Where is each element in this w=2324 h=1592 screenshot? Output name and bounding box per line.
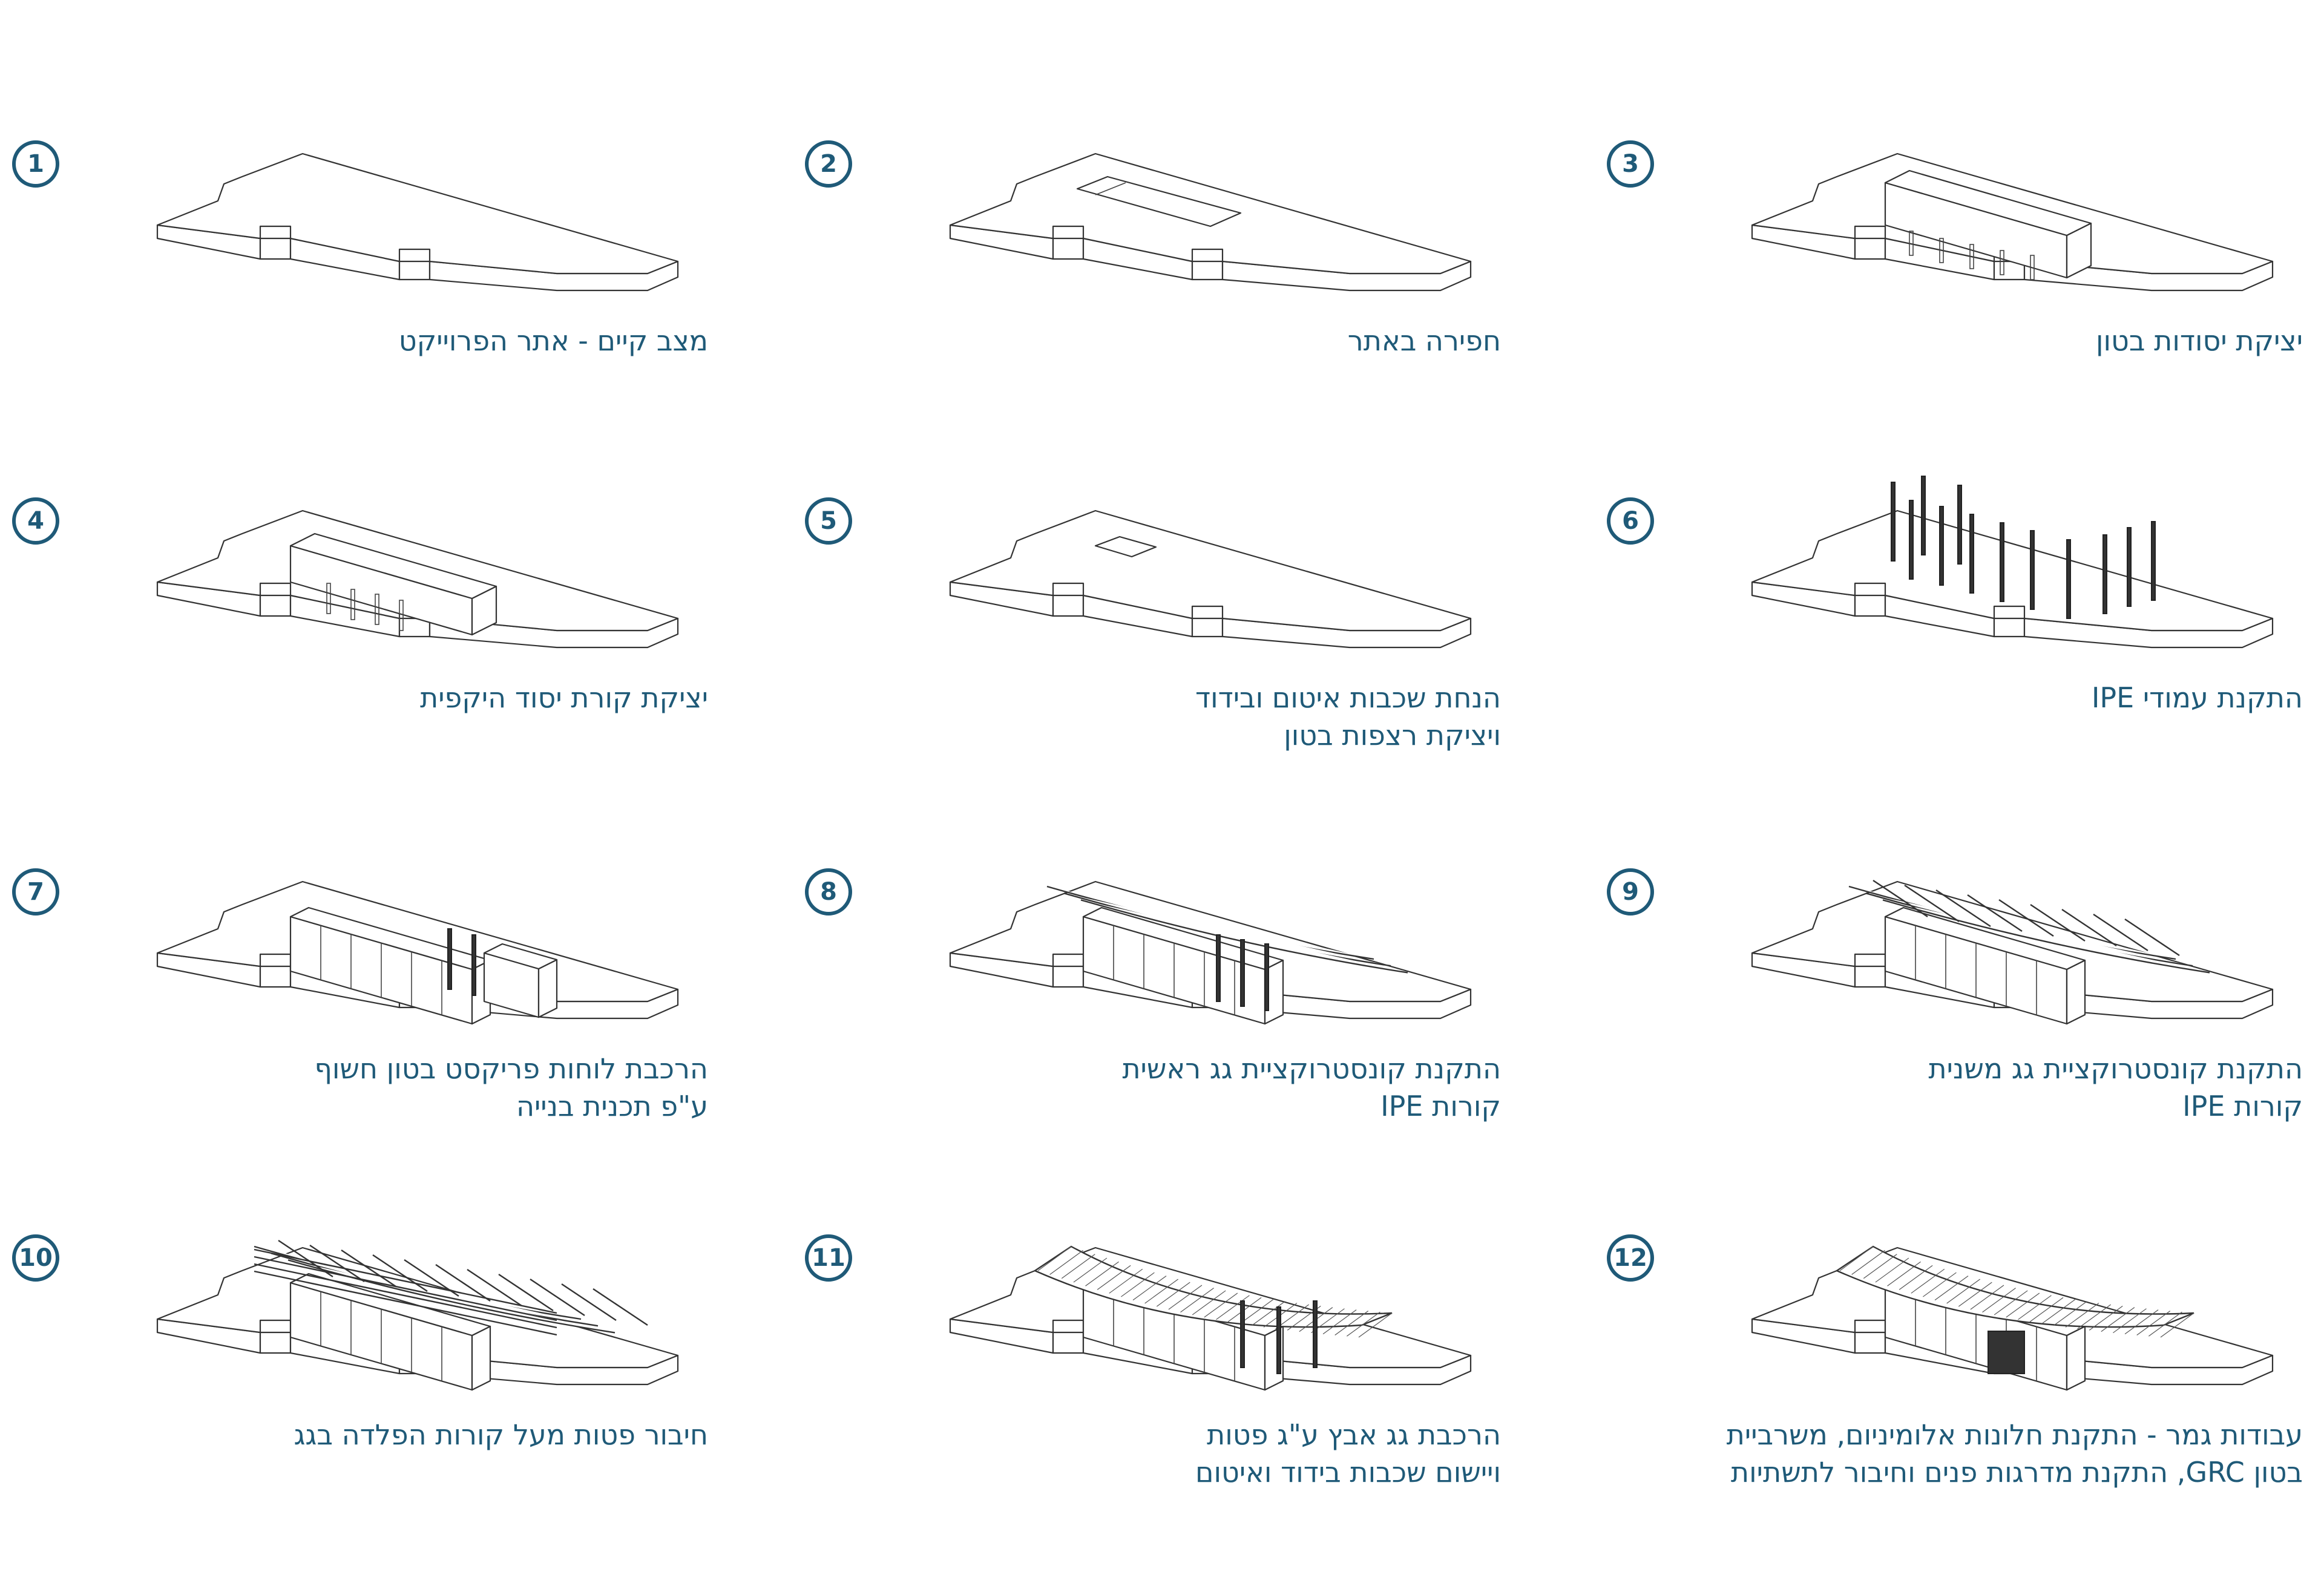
caption-line: קורות IPE xyxy=(1380,1090,1501,1122)
step-number-badge: 4 xyxy=(12,497,59,545)
caption-line: הנחת שכבות איטום ובידוד xyxy=(1195,681,1501,714)
caption-line: יציקת קורת יסוד היקפית xyxy=(420,681,708,714)
step-9: 9 התקנת קונסטרוקציית גג משנית קורות IPE xyxy=(1607,868,2324,1207)
caption-line: ויישום שכבות בידוד ואיטום xyxy=(1195,1456,1501,1489)
step-11: 11 הרכבת גג אבץ ע"ג פטות ויישום שכבות בידו… xyxy=(805,1234,1561,1573)
axonometric-drawing xyxy=(949,152,1472,292)
step-4: 4 יציקת קורת יסוד היקפית xyxy=(12,497,769,836)
caption-line: התקנת קונסטרוקציית גג ראשית xyxy=(1122,1052,1501,1085)
step-number-badge: 7 xyxy=(12,868,59,916)
step-6: 6 התקנת עמודי IPE xyxy=(1607,476,2324,836)
step-number-badge: 11 xyxy=(805,1234,852,1282)
axonometric-drawing xyxy=(949,509,1472,649)
step-caption: חפירה באתר xyxy=(896,322,1501,359)
caption-line: חפירה באתר xyxy=(1347,324,1501,357)
caption-line: בטון GRC, התקנת מדרגות פנים וחיבור לתשתי… xyxy=(1730,1456,2303,1489)
step-caption: התקנת קונסטרוקציית גג משנית קורות IPE xyxy=(1698,1050,2303,1125)
axonometric-drawing xyxy=(949,880,1472,1025)
step-number-badge: 9 xyxy=(1607,868,1654,916)
caption-line: הרכבת גג אבץ ע"ג פטות xyxy=(1207,1418,1501,1451)
axonometric-drawing xyxy=(1751,880,2274,1025)
caption-line: עבודות גמר - התקנת חלונות אלומיניום, משר… xyxy=(1726,1418,2303,1451)
axonometric-drawing xyxy=(156,1240,679,1391)
step-caption: יציקת קורת יסוד היקפית xyxy=(103,679,708,716)
step-caption: התקנת עמודי IPE xyxy=(1698,679,2303,716)
axonometric-drawing xyxy=(156,152,679,292)
step-number-badge: 2 xyxy=(805,140,852,188)
step-1: 1 מצב קיים - אתר הפרוייקט xyxy=(12,140,769,479)
site-slab-top xyxy=(949,509,1472,632)
caption-line: יציקת יסודות בטון xyxy=(2095,324,2303,357)
step-caption: מצב קיים - אתר הפרוייקט xyxy=(103,322,708,359)
caption-line: מצב קיים - אתר הפרוייקט xyxy=(398,324,708,357)
caption-line: ויציקת רצפות בטון xyxy=(1284,719,1501,752)
step-caption: עבודות גמר - התקנת חלונות אלומיניום, משר… xyxy=(1698,1416,2303,1491)
step-3: 3 יציקת יסודות בטון xyxy=(1607,140,2324,479)
step-number-badge: 1 xyxy=(12,140,59,188)
step-number-badge: 6 xyxy=(1607,497,1654,545)
step-caption: יציקת יסודות בטון xyxy=(1698,322,2303,359)
step-number-badge: 5 xyxy=(805,497,852,545)
step-number-badge: 8 xyxy=(805,868,852,916)
caption-line: ע"פ תכנית בנייה xyxy=(516,1090,708,1122)
step-5: 5 הנחת שכבות איטום ובידוד ויציקת רצפות בטו… xyxy=(805,497,1561,836)
step-2: 2 חפירה באתר xyxy=(805,140,1561,479)
step-caption: הרכבת לוחות פריקסט בטון חשוף ע"פ תכנית בנ… xyxy=(103,1050,708,1125)
step-number-badge: 10 xyxy=(12,1234,59,1282)
step-10: 10 חיבור פטות מעל קורות הפלדה בגג xyxy=(12,1234,769,1573)
site-slab-top xyxy=(156,152,679,275)
axonometric-drawing xyxy=(156,509,679,649)
axonometric-drawing xyxy=(1751,476,2274,649)
axonometric-drawing xyxy=(156,880,679,1025)
axonometric-drawing xyxy=(1751,152,2274,292)
step-caption: הנחת שכבות איטום ובידוד ויציקת רצפות בטון xyxy=(896,679,1501,754)
caption-line: התקנת עמודי IPE xyxy=(2091,681,2303,714)
step-12: 12 עבודות גמר - התקנת חלונות אלומיניום, מ… xyxy=(1607,1234,2324,1573)
axonometric-drawing xyxy=(1751,1245,2274,1391)
step-caption: הרכבת גג אבץ ע"ג פטות ויישום שכבות בידוד … xyxy=(896,1416,1501,1491)
caption-line: התקנת קונסטרוקציית גג משנית xyxy=(1928,1052,2303,1085)
step-7: 7 הרכבת לוחות פריקסט בטון חשוף ע"פ תכנית ב… xyxy=(12,868,769,1207)
caption-line: חיבור פטות מעל קורות הפלדה בגג xyxy=(294,1418,708,1451)
step-number-badge: 3 xyxy=(1607,140,1654,188)
site-slab-top xyxy=(1751,509,2274,632)
step-8: 8 התקנת קונסטרוקציית גג ראשית קורות IPE xyxy=(805,868,1561,1207)
step-number-badge: 12 xyxy=(1607,1234,1654,1282)
axonometric-drawing xyxy=(949,1245,1472,1391)
caption-line: קורות IPE xyxy=(2182,1090,2303,1122)
caption-line: הרכבת לוחות פריקסט בטון חשוף xyxy=(314,1052,708,1085)
step-caption: התקנת קונסטרוקציית גג ראשית קורות IPE xyxy=(896,1050,1501,1125)
step-caption: חיבור פטות מעל קורות הפלדה בגג xyxy=(103,1416,708,1453)
